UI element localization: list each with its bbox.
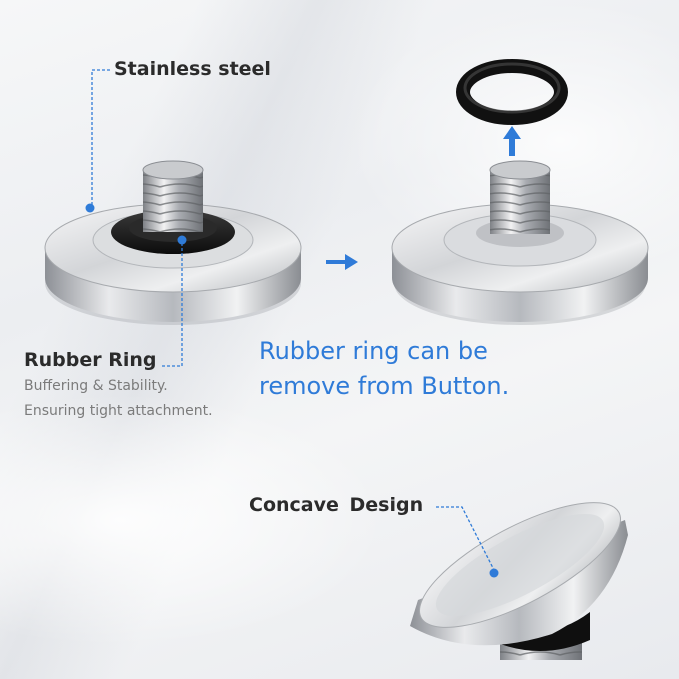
rubber-ring-label: Rubber Ring [24, 349, 157, 371]
rubber-marker [177, 235, 187, 245]
arrow-up-icon [503, 126, 521, 156]
arrow-right-icon [326, 254, 358, 270]
concave-design-label: Concave Design [249, 494, 424, 516]
rubber-ring-subtext-1: Buffering & Stability. [24, 378, 168, 394]
concave-marker [489, 568, 499, 578]
stainless-marker [85, 203, 95, 213]
left-button [44, 160, 302, 325]
stainless-steel-label: Stainless steel [114, 58, 271, 80]
leader-lines [85, 69, 499, 578]
right-button [391, 160, 649, 325]
callout-line-1: Rubber ring can be [259, 337, 488, 365]
concave-button [410, 502, 628, 660]
callout-line-2: remove from Button. [259, 372, 510, 400]
o-ring [456, 59, 568, 125]
rubber-ring-subtext-2: Ensuring tight attachment. [24, 403, 213, 419]
